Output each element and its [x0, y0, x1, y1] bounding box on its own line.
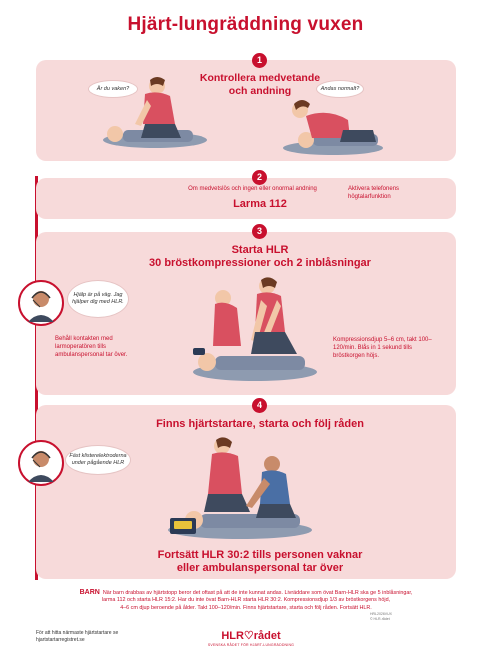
step-1-number: 1: [252, 53, 267, 68]
print-copyright: © HLR-rådet: [370, 616, 390, 621]
step-4-continue-line2: eller ambulanspersonal tar över: [176, 562, 344, 575]
step-4-speech-bubble: Fäst klisterelektroderna under pågående …: [65, 445, 131, 475]
children-note-line1: När barn drabbas av hjärtstopp beror det…: [102, 590, 413, 596]
defibrillator-illustration: [168, 437, 312, 539]
children-note-line2: larma 112 och starta HLR 15:2. Har du in…: [101, 597, 391, 604]
step-2-panel: [36, 178, 456, 219]
children-label: BARN: [79, 589, 100, 596]
step-3-heading-line1: Starta HLR: [231, 244, 289, 256]
defibrillator-registry-note: För att hitta närmaste hjärtstartare se …: [36, 630, 118, 643]
step-4-panel: [36, 405, 456, 579]
print-code: HRL2026VUX: [370, 612, 392, 616]
check-breathing-illustration: [283, 100, 383, 155]
step-3-dispatcher-text: Behåll kontakten med larmoperatören till…: [55, 336, 128, 358]
step-3-heading-line2: 30 bröstkompressioner och 2 inblåsningar: [149, 257, 371, 270]
registry-note-line1: För att hitta närmaste hjärtstartare se: [36, 630, 119, 636]
step-4-heading: Finns hjärtstartare, starta och följ råd…: [156, 418, 364, 430]
step-2-condition-text: Om medvetslös och ingen eller onormal an…: [188, 186, 317, 192]
step-3-heading: Starta HLR 30 bröstkompressioner och 2 i…: [130, 244, 390, 270]
dispatcher-headset-avatar-2: [18, 440, 64, 486]
step-3-compression-text: Kompressionsdjup 5–6 cm, takt 100–120/mi…: [333, 337, 432, 359]
registry-note-url: hjartstartarregistret.se: [36, 636, 85, 643]
page-title: Hjärt-lungräddning vuxen: [127, 14, 364, 35]
step-4-continue-heading: Fortsätt HLR 30:2 tills personen vaknar …: [120, 549, 400, 575]
step-2-number: 2: [252, 170, 267, 185]
step-1-heading-line2: och andning: [228, 84, 292, 97]
step-2-heading: Larma 112: [233, 198, 287, 210]
dispatcher-headset-avatar: [18, 280, 64, 326]
hlr-radet-logo: HLR♡rådet: [221, 630, 281, 642]
hlr-radet-logo-subtitle: SVENSKA RÅDET FÖR HJÄRT-LUNGRÄDDNING: [207, 643, 295, 647]
cpr-compressions-illustration: [193, 277, 317, 381]
step-3-speech-bubble: Hjälp är på väg. Jag hjälper dig med HLR…: [67, 280, 129, 318]
children-cpr-note: BARN När barn drabbas av hjärtstopp bero…: [36, 588, 456, 612]
step-2-speaker-text: Aktivera telefonens högtalarfunktion: [348, 186, 400, 200]
step-1-heading: Kontrollera medvetande och andning: [180, 72, 340, 97]
print-info: HRL2026VUX © HLR-rådet: [370, 612, 392, 622]
check-consciousness-illustration: [103, 77, 207, 148]
step-1-panel: [36, 60, 456, 161]
step-1-heading-line1: Kontrollera medvetande: [199, 72, 321, 84]
step-3-number: 3: [252, 224, 267, 239]
step-1-speech-bubble-left: Är du vaken?: [88, 80, 138, 98]
children-note-line3: 4–6 cm djup beroende på ålder. Takt 100–…: [120, 604, 372, 611]
step-1-speech-bubble-right: Andas normalt?: [316, 80, 364, 98]
step-4-number: 4: [252, 398, 267, 413]
step-4-continue-line1: Fortsätt HLR 30:2 tills personen vaknar: [157, 549, 363, 561]
